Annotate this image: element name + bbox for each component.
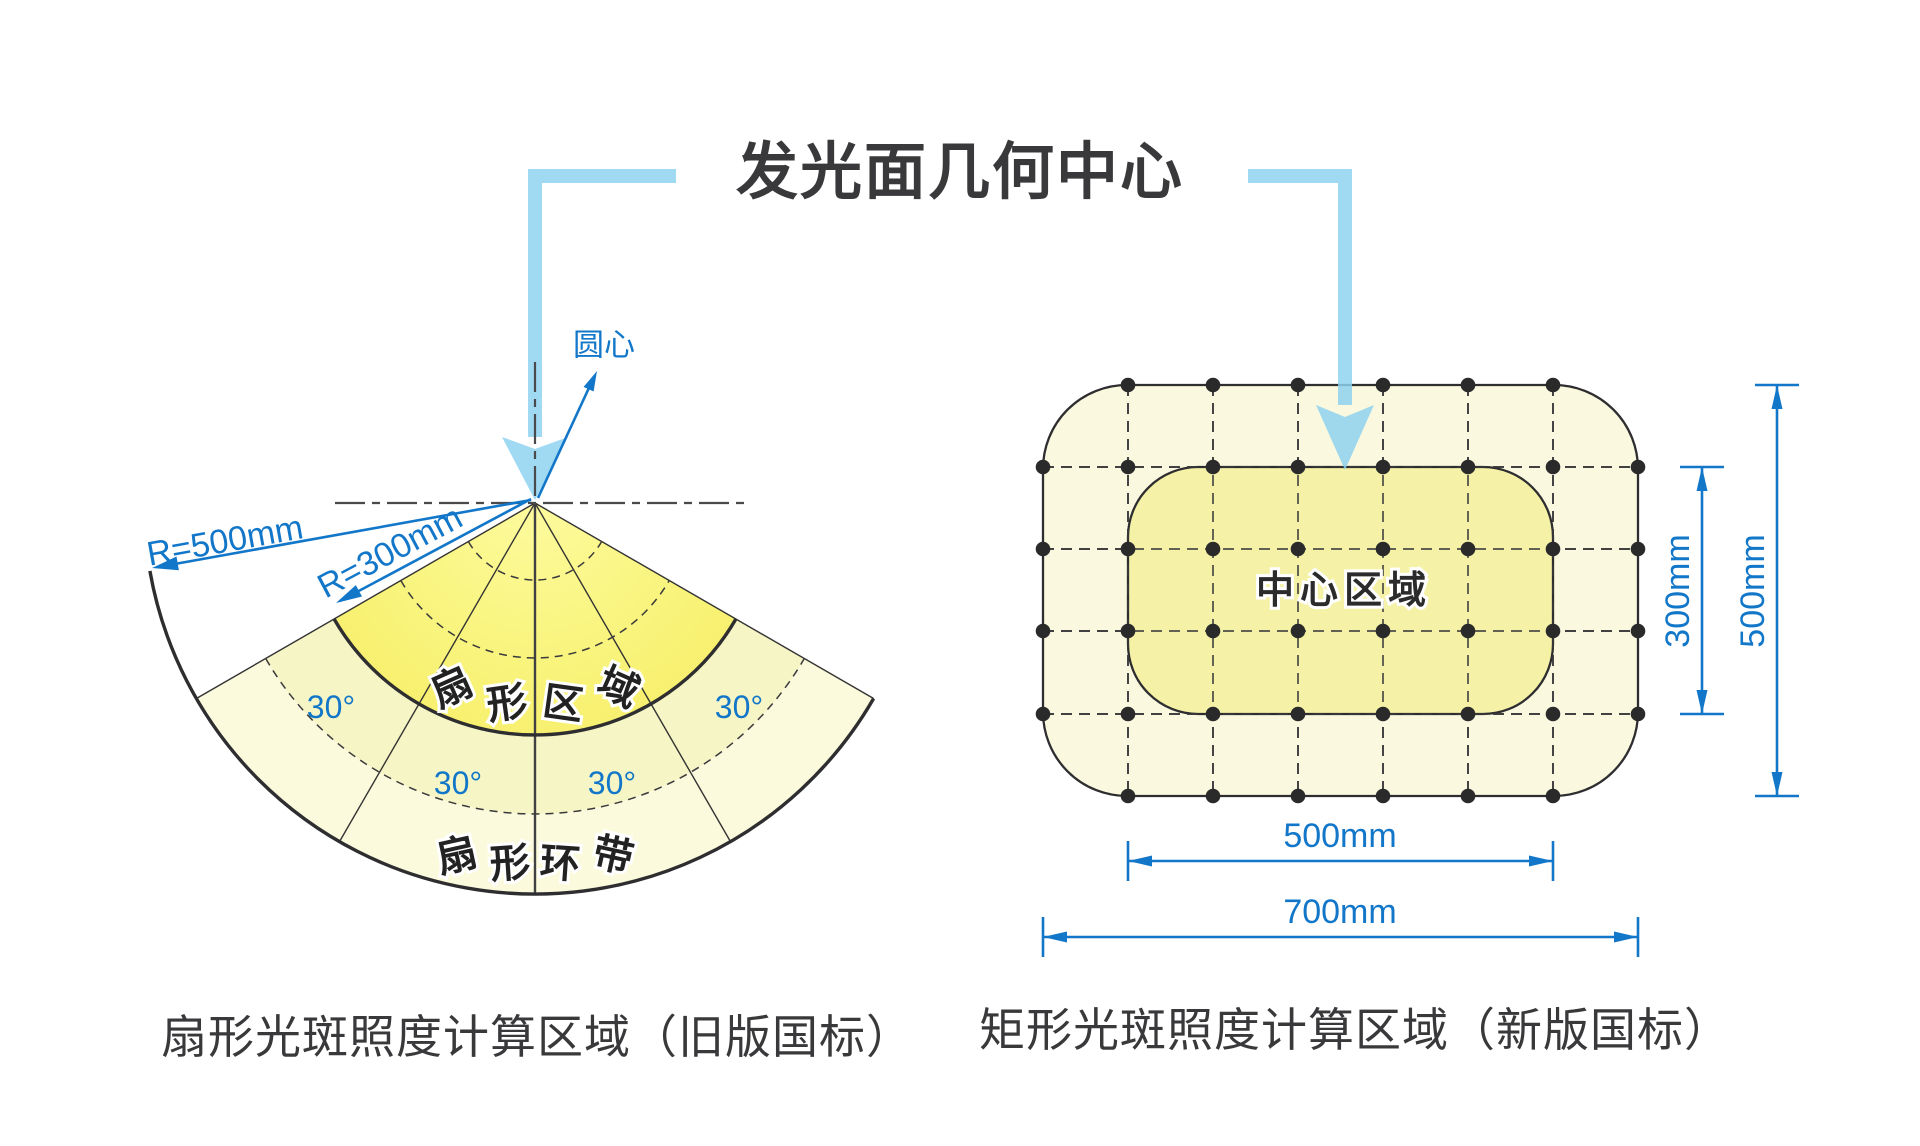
measurement-point-dot: [1120, 706, 1136, 722]
page-title: 发光面几何中心: [736, 138, 1184, 207]
measurement-point-dot: [1375, 706, 1391, 722]
measurement-point-dot: [1460, 377, 1476, 393]
measurement-point-dot: [1630, 706, 1646, 722]
measurement-point-dot: [1545, 377, 1561, 393]
fan-radial-left-30: [338, 502, 536, 842]
dimension-outer-height: 500mm: [1734, 383, 1799, 798]
fan-caption: 扇形光斑照度计算区域（旧版国标）: [161, 1011, 913, 1063]
pointer-elbow-left: [528, 169, 676, 437]
fan-radial-left-60: [196, 502, 536, 700]
title-pointer-right: [1248, 169, 1374, 470]
dim-inner-width-label: 500mm: [1283, 817, 1396, 855]
dim-arrow-down-icon: [1696, 690, 1708, 714]
measurement-point-dot: [1205, 623, 1221, 639]
fan-dashed-arc-200mm: [400, 580, 670, 659]
measurement-point-dot: [1375, 377, 1391, 393]
measurement-point-dot: [1545, 459, 1561, 475]
measurement-point-dot: [1120, 623, 1136, 639]
measurement-point-dot: [1120, 377, 1136, 393]
fan-arc-500mm: [148, 570, 876, 896]
circle-center-callout: 圆心: [536, 328, 635, 499]
measurement-point-dot: [1035, 706, 1051, 722]
measurement-point-dot: [1545, 541, 1561, 557]
dim-arrow-up-icon: [1771, 385, 1783, 409]
measurement-point-dot: [1205, 706, 1221, 722]
grid-lines-inner: [1043, 385, 1638, 796]
dim-arrow-right-icon: [1529, 855, 1553, 867]
svg-text:环: 环: [539, 841, 582, 888]
fan-radial-right-60: [534, 502, 874, 700]
measurement-point-dot: [1375, 623, 1391, 639]
measurement-point-dot: [1035, 623, 1051, 639]
measurement-point-dot: [1460, 541, 1476, 557]
dim-arrow-down-icon: [1771, 772, 1783, 796]
measurement-point-dot: [1545, 623, 1561, 639]
measurement-point-dot: [1290, 541, 1306, 557]
measurement-point-dot: [1120, 788, 1136, 804]
measurement-point-dot: [1545, 706, 1561, 722]
dim-outer-width-label: 700mm: [1283, 893, 1396, 931]
radius-500-label: R=500mm: [144, 508, 306, 573]
pointer-elbow-right: [1248, 169, 1352, 405]
dim-arrow-left-icon: [1128, 855, 1152, 867]
measurement-point-dot: [1205, 788, 1221, 804]
fan-ring-band-label: 扇 形 环 带: [430, 827, 641, 890]
measurement-point-dot: [1630, 459, 1646, 475]
dimension-inner-height: 300mm: [1659, 465, 1724, 716]
measurement-point-dot: [1460, 623, 1476, 639]
fan-diagram: 30° 30° 30° 30° 扇 形 区 域 扇 形 环 带: [148, 502, 876, 896]
measurement-point-dot: [1375, 541, 1391, 557]
dim-arrow-right-icon: [1614, 931, 1638, 943]
measurement-point-dot: [1120, 541, 1136, 557]
dim-arrow-left-icon: [1043, 931, 1067, 943]
fan-radial-right-30: [534, 502, 732, 842]
fan-angle-label: 30°: [434, 765, 482, 801]
measurement-point-dot: [1630, 541, 1646, 557]
fan-dashed-arc-400mm: [265, 658, 805, 815]
down-arrow-icon: [1316, 405, 1374, 470]
fan-arc-300mm: [332, 618, 738, 737]
svg-text:区: 区: [540, 679, 586, 728]
leader-arrow-icon: [583, 371, 597, 392]
measurement-point-dot: [1205, 377, 1221, 393]
svg-text:形: 形: [484, 679, 530, 728]
measurement-point-dot: [1375, 788, 1391, 804]
measurement-point-dot: [1460, 788, 1476, 804]
dimension-inner-width: 500mm: [1126, 817, 1555, 881]
fan-angle-label: 30°: [307, 689, 355, 725]
center-region-label: 中心区域: [1256, 570, 1432, 612]
measurement-point-dot: [1205, 459, 1221, 475]
measurement-point-dot: [1460, 459, 1476, 475]
measurement-point-dot: [1460, 706, 1476, 722]
dim-arrow-icon: [152, 556, 179, 571]
measurement-point-dot: [1375, 459, 1391, 475]
measurement-point-dot: [1290, 459, 1306, 475]
dim-arrow-icon: [336, 585, 362, 603]
rect-caption: 矩形光斑照度计算区域（新版国标）: [979, 1004, 1731, 1056]
fan-ring-band-upper-shape: [265, 619, 805, 814]
dim-arrow-up-icon: [1696, 467, 1708, 491]
svg-text:扇: 扇: [433, 830, 482, 882]
measurement-point-dot: [1290, 377, 1306, 393]
dim-inner-height-label: 300mm: [1659, 534, 1697, 647]
measurement-point-dot: [1120, 459, 1136, 475]
measurement-point-dot: [1545, 788, 1561, 804]
dim-outer-height-label: 500mm: [1734, 534, 1772, 647]
fan-angle-label: 30°: [715, 689, 763, 725]
dimension-outer-width: 700mm: [1041, 893, 1640, 957]
measurement-point-dot: [1290, 706, 1306, 722]
measurement-point-dot: [1290, 788, 1306, 804]
measurement-point-dot: [1035, 459, 1051, 475]
measurement-point-dot: [1035, 541, 1051, 557]
measurement-point-dot: [1205, 541, 1221, 557]
measurement-point-dot: [1630, 623, 1646, 639]
rect-diagram: 中心区域 300mm 500mm 500mm: [1035, 377, 1799, 957]
grid-dots: [1035, 377, 1646, 804]
circle-center-label: 圆心: [573, 328, 635, 363]
fan-ring-band-lower-shape: [196, 658, 874, 894]
measurement-point-dot: [1290, 623, 1306, 639]
svg-text:形: 形: [489, 841, 532, 888]
fan-angle-label: 30°: [588, 765, 636, 801]
